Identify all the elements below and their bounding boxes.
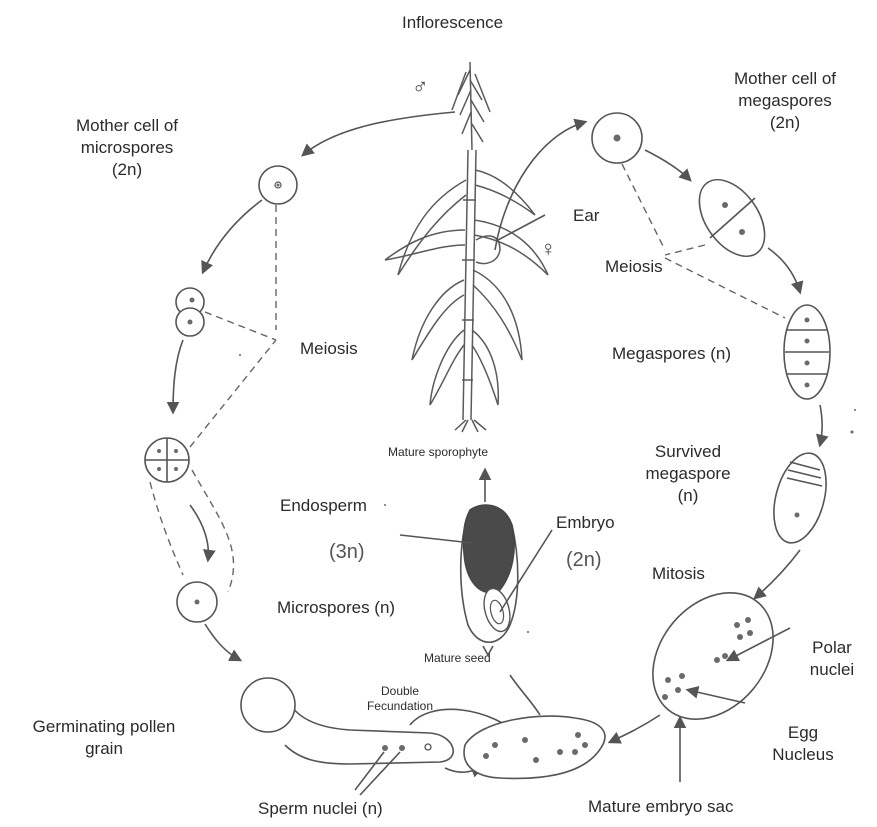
arrow-plant-to-microspore-mother (303, 112, 455, 155)
label-meiosis-right: Meiosis (605, 256, 663, 278)
label-survived-megaspore: Survived megaspore (n) (638, 441, 738, 507)
label-megaspores: Megaspores (n) (612, 343, 731, 365)
label-mature-sporophyte: Mature sporophyte (388, 445, 488, 460)
label-double-fecundation: Double Fecundation (350, 684, 450, 714)
label-endosperm: Endosperm (280, 495, 367, 517)
label-microspores: Microspores (n) (277, 597, 395, 619)
label-endosperm-ploidy: (3n) (329, 540, 365, 564)
label-embryo-ploidy: (2n) (566, 548, 602, 572)
male-symbol: ♂ (412, 76, 429, 98)
label-germinating-pollen-grain: Germinating pollen grain (4, 716, 204, 760)
label-ear: Ear (573, 205, 599, 227)
label-sperm-nuclei: Sperm nuclei (n) (258, 798, 383, 820)
label-egg-nucleus: Egg Nucleus (758, 722, 848, 766)
label-polar-nuclei: Polar nuclei (792, 637, 872, 681)
label-embryo: Embryo (556, 512, 615, 534)
label-meiosis-left: Meiosis (300, 338, 358, 360)
label-inflorescence: Inflorescence (402, 12, 503, 34)
label-mature-seed: Mature seed (424, 651, 491, 666)
female-symbol: ♀ (540, 238, 557, 260)
label-mother-cell-megaspores: Mother cell of megaspores (2n) (710, 68, 860, 134)
label-mitosis: Mitosis (652, 563, 705, 585)
label-mature-embryo-sac: Mature embryo sac (588, 796, 734, 818)
label-mother-cell-microspores: Mother cell of microspores (2n) (52, 115, 202, 181)
